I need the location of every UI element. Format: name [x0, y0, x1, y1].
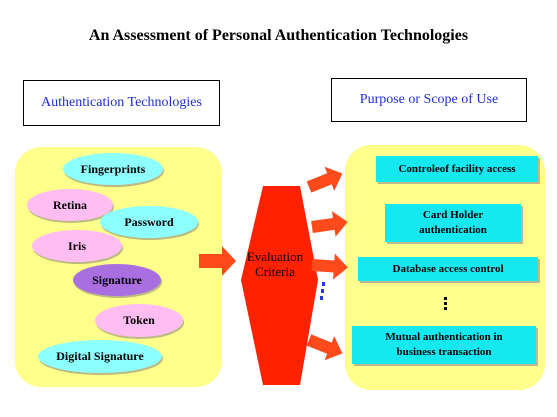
- evaluation-shape: [241, 186, 318, 385]
- left-header-box: Authentication Technologies: [23, 80, 220, 126]
- tech-label: Retina: [53, 197, 87, 212]
- tech-ellipse-password: Password: [100, 206, 198, 238]
- tech-ellipse-iris: Iris: [32, 230, 122, 262]
- output-arrow-lower: [311, 253, 348, 280]
- tech-label: Digital Signature: [56, 349, 144, 363]
- tech-ellipse-token: Token: [95, 304, 183, 337]
- evaluation-label: Evaluation Criteria: [240, 249, 310, 279]
- use-box-facility-access: Controleof facility access: [376, 156, 538, 182]
- tech-label: Signature: [92, 272, 142, 287]
- tech-label: Token: [123, 313, 155, 327]
- use-line-1: Database access control: [392, 262, 504, 275]
- tech-label: Fingerprints: [80, 161, 146, 176]
- use-box-database-access: Database access control: [358, 257, 538, 281]
- right-header-label: Purpose or Scope of Use: [359, 92, 499, 107]
- use-box-card-holder: Card Holder authentication: [385, 204, 521, 242]
- output-arrow-top: [306, 166, 343, 193]
- use-line-2: authentication: [419, 224, 487, 236]
- use-line-1: Controleof facility access: [398, 162, 516, 175]
- tech-ellipse-digital-signature: Digital Signature: [38, 340, 162, 373]
- right-header-box: Purpose or Scope of Use: [331, 78, 527, 122]
- use-line-2: business transaction: [396, 346, 492, 358]
- tech-ellipse-signature: Signature: [73, 264, 161, 296]
- use-line-1: Mutual authentication in: [385, 331, 503, 344]
- output-arrow-upper: [311, 211, 348, 237]
- tech-ellipse-fingerprints: Fingerprints: [63, 153, 163, 185]
- diagram-title: An Assessment of Personal Authentication…: [88, 27, 469, 44]
- evaluation-line-1: Evaluation: [246, 249, 304, 264]
- evaluation-line-2: Criteria: [255, 264, 295, 279]
- tech-label: Iris: [68, 238, 86, 253]
- use-line-1: Card Holder: [422, 209, 484, 222]
- tech-label: Password: [124, 214, 174, 229]
- output-arrow-bottom: [306, 334, 343, 361]
- arrow-ellipsis: [320, 282, 325, 300]
- input-arrow: [199, 246, 236, 276]
- left-header-label: Authentication Technologies: [41, 95, 202, 110]
- use-box-mutual-authentication: Mutual authentication in business transa…: [352, 326, 536, 364]
- tech-ellipse-retina: Retina: [27, 189, 113, 221]
- uses-ellipsis: [444, 297, 450, 310]
